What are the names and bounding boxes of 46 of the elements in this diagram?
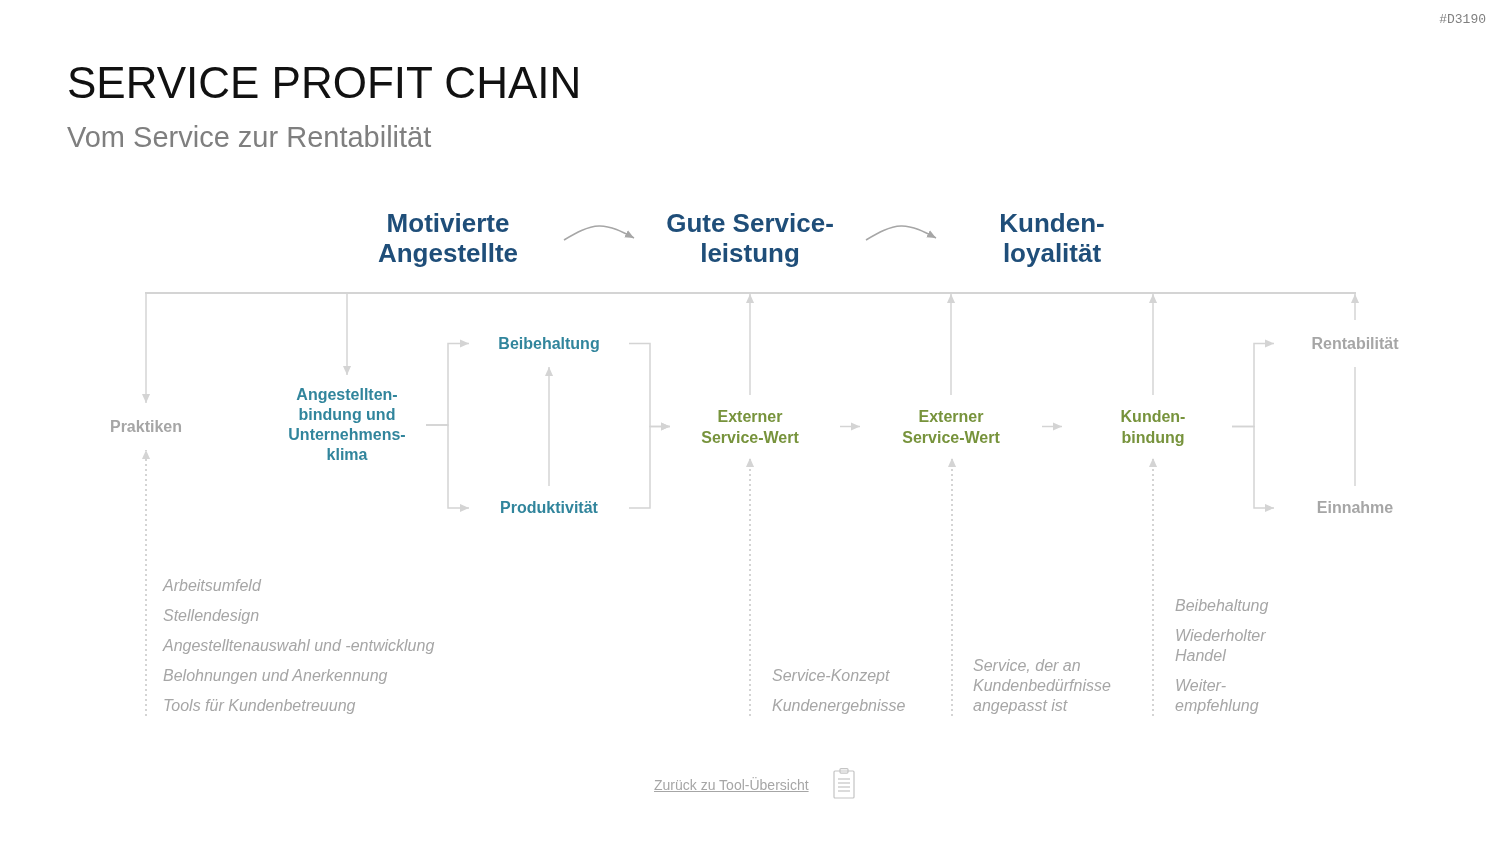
dotted-arrow — [1148, 457, 1158, 717]
slide-title: SERVICE PROFIT CHAIN — [67, 61, 582, 105]
back-link: Zurück zu Tool-Übersicht — [654, 776, 809, 794]
dotted-arrow — [947, 457, 957, 717]
driver-text: Kundenergebnisse — [772, 696, 906, 716]
arrow — [342, 293, 352, 376]
driver-text: Stellendesign — [163, 606, 260, 626]
step-label: Produktivität — [500, 498, 598, 518]
step-label: Beibehaltung — [498, 333, 600, 354]
arrow — [839, 422, 861, 431]
dotted-arrow — [745, 457, 755, 717]
arrow — [1041, 422, 1063, 431]
driver-text: Arbeitsumfeld — [163, 576, 261, 596]
stage-heading: Gute Service- leistung — [665, 208, 835, 268]
driver-text: Weiter- empfehlung — [1175, 676, 1260, 716]
stage-heading: Kunden- loyalität — [998, 208, 1106, 268]
arrow — [946, 293, 956, 396]
dotted-arrow — [141, 449, 151, 717]
driver-text: Service, der an Kundenbedürfnisse angepasst ist — [973, 656, 1112, 716]
driver-text: Wiederholter Handel — [1175, 626, 1267, 666]
subtitle: Vom Service zur Rentabilität — [67, 123, 432, 152]
connector-line — [1354, 366, 1356, 487]
arrow — [628, 422, 671, 509]
driver-text: Tools für Kundenbetreuung — [163, 696, 356, 716]
driver-text: Beibehaltung — [1175, 596, 1269, 616]
driver-text: Angestelltenauswahl und -entwicklung — [163, 636, 435, 656]
arrow — [1350, 293, 1360, 321]
arrow — [141, 293, 151, 404]
curved-arrow — [865, 225, 937, 241]
arrow — [1231, 425, 1275, 513]
arrow — [745, 293, 755, 396]
arrow — [425, 424, 470, 513]
step-label: Kunden- bindung — [1119, 406, 1187, 448]
step-label: Praktiken — [109, 416, 182, 437]
step-label: Externer Service-Wert — [901, 406, 1001, 448]
slide-code-text: #D3190 — [1439, 12, 1486, 28]
step-label: Einnahme — [1316, 498, 1394, 518]
arrow — [1148, 293, 1158, 396]
step-label: Angestellten- bindung und Unternehmens- klima — [287, 385, 407, 465]
stage-heading: Motivierte Angestellte — [376, 208, 520, 268]
arrow — [544, 366, 554, 487]
step-label: Externer Service-Wert — [700, 406, 800, 448]
driver-text: Belohnungen und Anerkennung — [163, 666, 388, 686]
curved-arrow — [563, 225, 635, 241]
step-label: Rentabilität — [1311, 333, 1399, 354]
driver-text: Service-Konzept — [772, 666, 890, 686]
